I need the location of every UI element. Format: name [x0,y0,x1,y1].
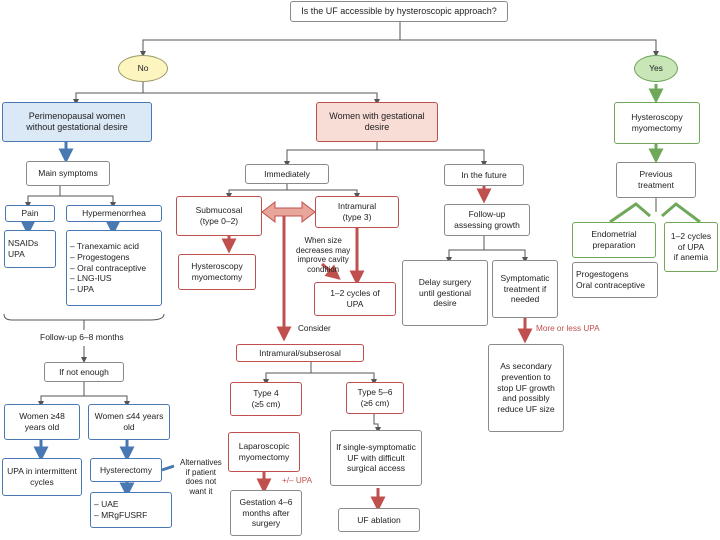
no-branch-label: No [118,55,168,82]
immediately-node: Immediately [245,164,329,184]
followup-growth-node: Follow-up assessing growth [444,204,530,236]
women-48-node: Women ≥48 years old [4,404,80,440]
uf-ablation-node: UF ablation [338,508,420,532]
perimenopausal-header: Perimenopausal women without gestational… [2,102,152,142]
alternatives-note: Alternatives if patient does not want it [180,458,222,496]
pain-treatment-node: NSAIDs UPA [4,230,56,268]
future-node: In the future [444,164,524,186]
decision-question: Is the UF accessible by hysteroscopic ap… [290,1,508,22]
secondary-prevention-node: As secondary prevention to stop UF growt… [488,344,564,432]
more-less-upa-label: More or less UPA [536,324,600,333]
uae-mrgfus-node: – UAE – MRgFUSRF [90,492,172,528]
main-symptoms-node: Main symptoms [26,161,110,186]
intramural-subserosal-node: Intramural/subserosal [236,344,364,362]
yes-branch-label: Yes [634,55,678,82]
right-cycles-upa-node: 1–2 cycles of UPA if anemia [664,222,718,272]
type56-node: Type 5–6 (≥6 cm) [346,382,404,414]
cycles-upa-node: 1–2 cycles of UPA [314,282,396,316]
laparoscopic-myomectomy-node: Laparoscopic myomectomy [228,432,300,472]
endometrial-preparation-node: Endometrial preparation [572,222,656,258]
followup-label: Follow-up 6–8 months [40,332,124,342]
delay-surgery-node: Delay surgery until gestional desire [402,260,488,326]
hysteroscopy-myomectomy-right: Hysteroscopy myomectomy [614,102,700,144]
not-enough-node: If not enough [44,362,124,382]
progestogens-node: Progestogens Oral contraceptive [572,262,658,298]
submucosal-node: Submucosal (type 0–2) [176,196,262,236]
gestational-desire-header: Women with gestational desire [316,102,438,142]
when-size-note: When size decreases may improve cavity c… [296,236,351,274]
symptomatic-treatment-node: Symptomatic treatment if needed [492,260,558,318]
type4-node: Type 4 (≥5 cm) [230,382,302,416]
upa-intermittent-node: UPA in intermittent cycles [2,458,82,496]
hysterectomy-node: Hysterectomy [90,458,162,482]
women-44-node: Women ≤44 years old [88,404,170,440]
hypermenorrhea-treatment-node: – Tranexamic acid – Progestogens – Oral … [66,230,162,306]
previous-treatment-node: Previous treatment [616,162,696,198]
hypermenorrhea-node: Hypermenorrhea [66,205,162,222]
upa-optional-label: +/– UPA [282,476,313,485]
consider-label: Consider [298,324,331,333]
gestation-node: Gestation 4–6 months after surgery [230,490,302,536]
single-symptomatic-node: If single-symptomatic UF with difficult … [330,430,422,486]
intramural-node: Intramural (type 3) [315,196,399,228]
hysteroscopy-myomectomy-center: Hysteroscopy myomectomy [178,254,256,290]
pain-node: Pain [5,205,55,222]
